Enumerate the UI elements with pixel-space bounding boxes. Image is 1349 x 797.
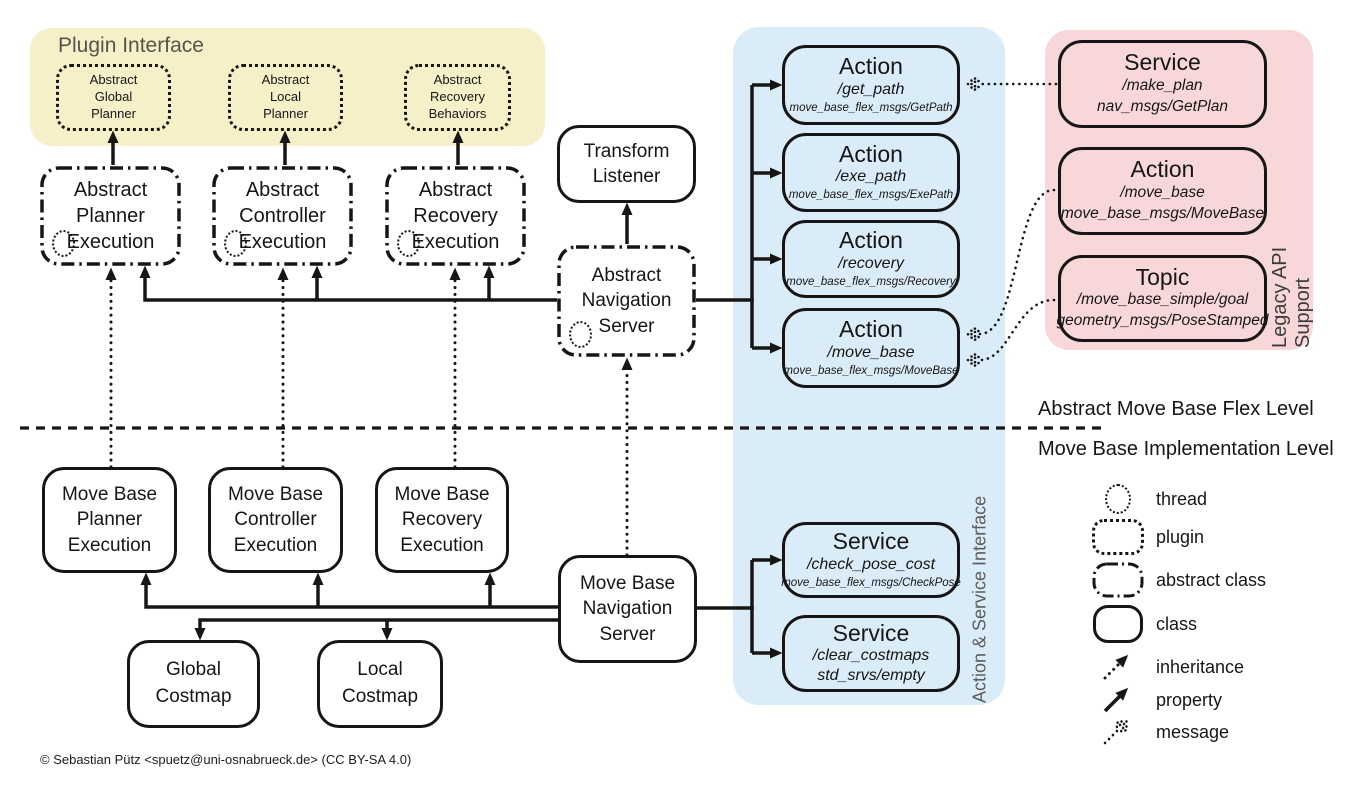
action-service-interface-label: Action & Service Interface — [969, 495, 990, 703]
legend-label: plugin — [1156, 526, 1205, 547]
abstract-controller-execution-node: Abstract Controller Execution — [212, 166, 353, 266]
legend-item-thread: thread — [1090, 484, 1346, 514]
move-base-planner-execution-node: Move Base Planner Execution — [42, 467, 177, 573]
interface-topic: /move_base — [1120, 183, 1205, 201]
interface-type: move_base_flex_msgs/GetPath — [789, 101, 953, 114]
plugin-interface-label: Plugin Interface — [58, 34, 204, 57]
legend-label: thread — [1156, 488, 1208, 509]
interface-type: std_srvs/empty — [817, 667, 925, 685]
node-label: Abstract Controller Execution — [238, 179, 327, 253]
interface-type: move_base_flex_msgs/ExePath — [788, 189, 954, 202]
node-label: Move Base Recovery Execution — [394, 484, 490, 556]
legend-label: abstract class — [1156, 569, 1267, 590]
thread-icon — [52, 230, 75, 257]
interface-type: move_base_flex_msgs/MoveBase — [783, 364, 959, 377]
legend-label: inheritance — [1156, 656, 1245, 677]
copyright-text: © Sebastian Pütz <spuetz@uni-osnabrueck.… — [40, 752, 412, 767]
service-make-plan-node: Service /make_plan nav_msgs/GetPlan — [1058, 40, 1267, 128]
global-costmap-node: Global Costmap — [127, 640, 260, 728]
transform-listener-node: Transform Listener — [557, 125, 696, 203]
legend-label: message — [1156, 721, 1230, 742]
abstract-recovery-behaviors-node: Abstract Recovery Behaviors — [404, 64, 511, 131]
legacy-api-region — [1045, 30, 1313, 350]
interface-type: move_base_flex_msgs/Recovery — [786, 275, 956, 288]
node-label: Abstract Navigation Server — [581, 265, 672, 337]
node-label: Abstract Planner Execution — [66, 179, 155, 253]
move-base-navigation-server-node: Move Base Navigation Server — [558, 555, 697, 663]
abstract-recovery-execution-node: Abstract Recovery Execution — [385, 166, 526, 266]
plugin-interface-region — [30, 28, 545, 146]
abstract-global-planner-node: Abstract Global Planner — [56, 64, 171, 131]
node-label: Local Costmap — [341, 659, 419, 707]
thread-icon — [1105, 484, 1131, 514]
property-arrow-icon — [1103, 687, 1129, 713]
service-check-pose-cost-node: Service /check_pose_cost move_base_flex_… — [781, 522, 961, 598]
interface-topic: /clear_costmaps — [812, 647, 930, 665]
node-label: Abstract Recovery Behaviors — [428, 72, 487, 121]
interface-kind: Topic — [1135, 263, 1190, 290]
action-exe-path-node: Action /exe_path move_base_flex_msgs/Exe… — [782, 133, 960, 212]
node-label: Abstract Recovery Execution — [411, 179, 500, 253]
interface-kind: Action — [839, 227, 903, 254]
abstract-level-label: Abstract Move Base Flex Level — [1038, 398, 1314, 420]
node-label: Abstract Global Planner — [89, 72, 138, 121]
interface-type: nav_msgs/GetPlan — [1097, 97, 1228, 115]
interface-topic: /move_base_simple/goal — [1076, 291, 1249, 309]
move-base-controller-execution-node: Move Base Controller Execution — [208, 467, 343, 573]
interface-type: move_base_flex_msgs/CheckPose — [781, 576, 961, 589]
legend-item-inheritance: inheritance — [1090, 652, 1346, 682]
plugin-icon — [1092, 519, 1144, 555]
legend-item-abstract-class: abstract class — [1090, 562, 1346, 598]
topic-move-base-simple-goal-node: Topic /move_base_simple/goal geometry_ms… — [1056, 255, 1269, 342]
abstract-navigation-server-node: Abstract Navigation Server — [557, 245, 696, 357]
legacy-action-move-base-node: Action /move_base move_base_msgs/MoveBas… — [1058, 147, 1267, 235]
move-base-recovery-execution-node: Move Base Recovery Execution — [375, 467, 509, 573]
interface-kind: Service — [832, 528, 910, 555]
thread-icon — [224, 230, 247, 257]
legend-item-plugin: plugin — [1090, 519, 1346, 555]
interface-kind: Action — [839, 316, 903, 343]
node-label: Global Costmap — [155, 659, 232, 707]
action-move-base-node: Action /move_base move_base_flex_msgs/Mo… — [782, 308, 960, 388]
interface-type: geometry_msgs/PoseStamped — [1056, 312, 1269, 330]
abstract-class-icon — [1092, 562, 1144, 598]
class-icon — [1093, 605, 1143, 643]
interface-type: move_base_msgs/MoveBase — [1060, 204, 1265, 222]
legacy-api-label: Legacy API Support — [1269, 246, 1314, 348]
action-get-path-node: Action /get_path move_base_flex_msgs/Get… — [782, 45, 960, 125]
interface-kind: Action — [839, 53, 903, 80]
interface-kind: Service — [1124, 49, 1201, 76]
interface-kind: Service — [832, 619, 910, 646]
node-label: Move Base Controller Execution — [227, 484, 324, 556]
interface-topic: /recovery — [838, 254, 904, 272]
interface-topic: /get_path — [837, 80, 905, 98]
interface-topic: /check_pose_cost — [806, 555, 936, 573]
thread-icon — [569, 321, 592, 348]
inheritance-arrows — [105, 267, 633, 557]
interface-kind: Action — [1130, 156, 1195, 183]
legend-label: class — [1156, 613, 1198, 634]
message-arrow-icon — [1103, 720, 1128, 745]
interface-kind: Action — [839, 140, 903, 167]
node-label: Abstract Local Planner — [261, 72, 310, 121]
abstract-planner-execution-node: Abstract Planner Execution — [40, 166, 181, 266]
action-recovery-node: Action /recovery move_base_flex_msgs/Rec… — [782, 220, 960, 298]
abstract-local-planner-node: Abstract Local Planner — [228, 64, 343, 131]
inheritance-arrow-icon — [1103, 654, 1129, 680]
interface-topic: /exe_path — [835, 168, 907, 186]
legend-item-property: property — [1090, 685, 1346, 715]
legend-item-class: class — [1090, 605, 1346, 643]
implementation-level-label: Move Base Implementation Level — [1038, 438, 1334, 460]
node-label: Move Base Navigation Server — [579, 573, 676, 645]
legend-label: property — [1156, 689, 1223, 710]
node-label: Transform Listener — [583, 140, 670, 187]
service-clear-costmaps-node: Service /clear_costmaps std_srvs/empty — [782, 615, 960, 692]
interface-topic: /move_base — [827, 343, 915, 361]
local-costmap-node: Local Costmap — [317, 640, 443, 728]
node-label: Move Base Planner Execution — [61, 484, 158, 556]
legend-item-message: message — [1090, 717, 1346, 747]
interface-topic: /make_plan — [1122, 76, 1203, 94]
thread-icon — [397, 230, 420, 257]
